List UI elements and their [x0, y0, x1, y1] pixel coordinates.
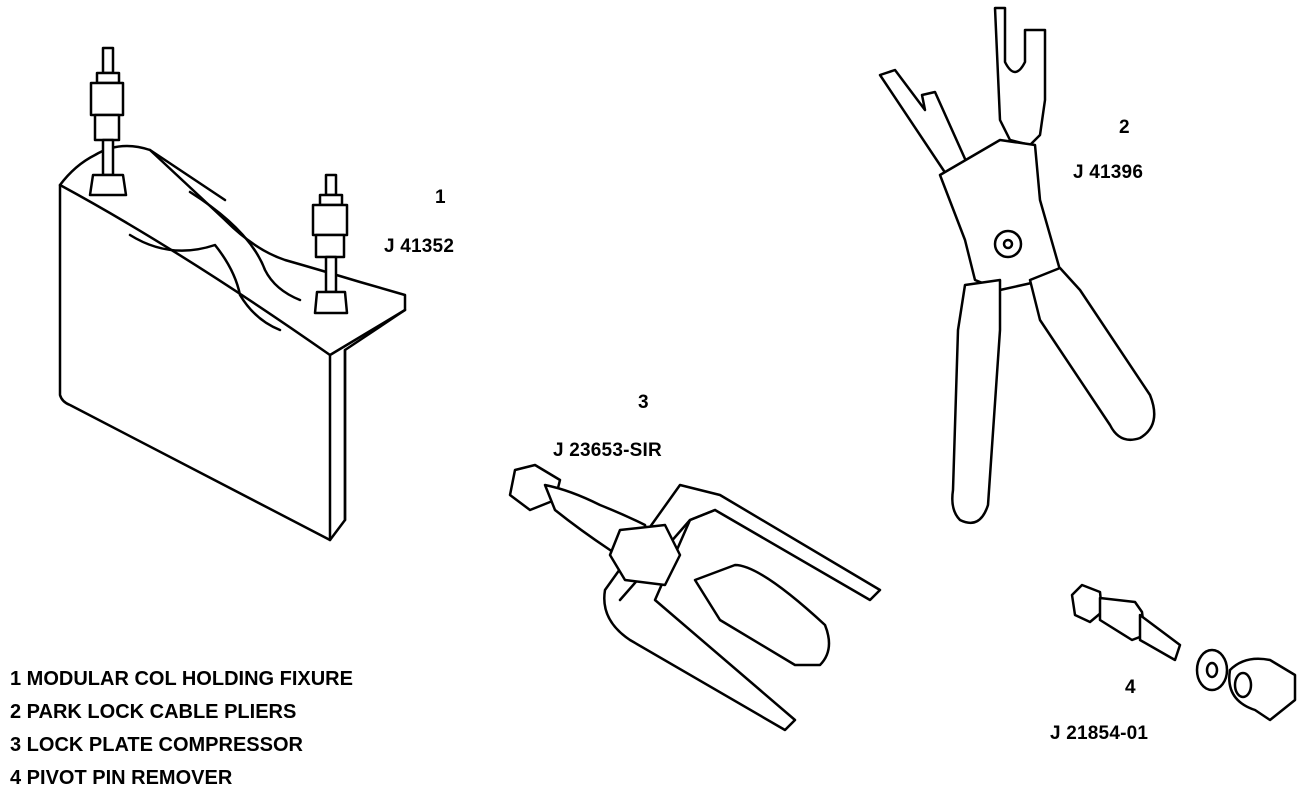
legend-item-3: 3 LOCK PLATE COMPRESSOR	[10, 734, 303, 756]
pivot-pin-remover-drawing	[1070, 583, 1297, 722]
legend-item-4: 4 PIVOT PIN REMOVER	[10, 767, 233, 789]
tool-4-part-number: J 21854-01	[1050, 723, 1149, 744]
legend-item-1: 1 MODULAR COL HOLDING FIXURE	[10, 668, 353, 690]
holding-fixture-drawing	[58, 46, 407, 542]
tool-2-part-number: J 41396	[1073, 162, 1144, 183]
legend-item-2: 2 PARK LOCK CABLE PLIERS	[10, 701, 297, 723]
compressor-drawing	[508, 463, 882, 732]
tool-1-part-number: J 41352	[384, 236, 455, 257]
tool-2-number: 2	[1119, 117, 1130, 138]
tool-1-number: 1	[435, 187, 446, 208]
tool-4-number: 4	[1125, 677, 1136, 698]
tool-3-part-number: J 23653-SIR	[553, 440, 662, 461]
legend: 1 MODULAR COL HOLDING FIXURE 2 PARK LOCK…	[10, 666, 353, 798]
tool-3-number: 3	[638, 392, 649, 413]
pliers-drawing	[878, 6, 1156, 525]
